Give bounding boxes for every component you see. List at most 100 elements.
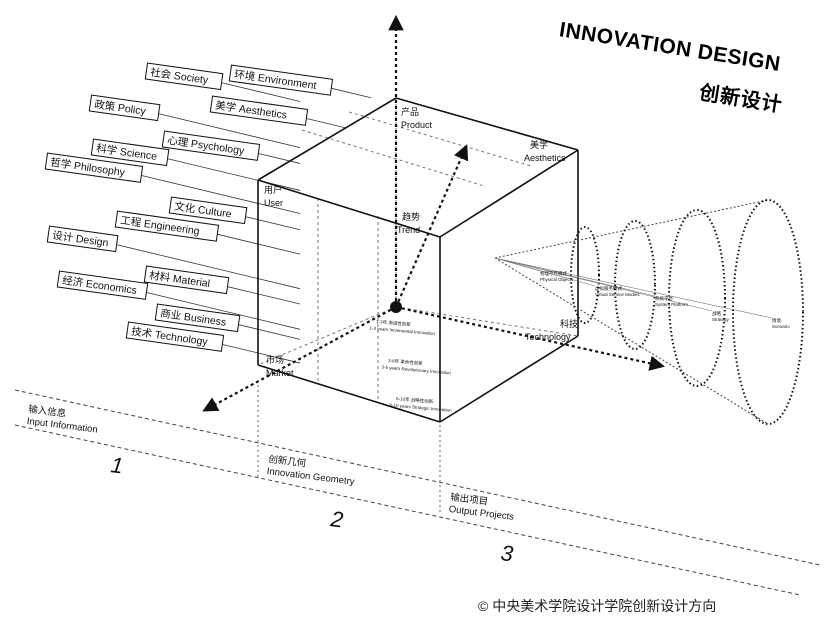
input-label-4: 美学 Aesthetics xyxy=(209,95,309,126)
cone-label-1-cn: 物理存在模式 xyxy=(540,270,567,277)
cube-edge xyxy=(439,335,579,423)
label-market-en: Market xyxy=(266,368,294,378)
input-label-box xyxy=(154,303,241,333)
label-market-cn: 市场 xyxy=(266,354,284,365)
input-label-box xyxy=(88,94,161,122)
input-leader-line xyxy=(158,113,301,148)
input-leader-line xyxy=(305,117,347,129)
innovation-level-3-en: 6-10 years Strategic Innovation xyxy=(389,402,452,412)
input-leader-line xyxy=(116,244,301,290)
cube-edge xyxy=(257,97,397,181)
cone-ray-4 xyxy=(494,257,713,312)
cone-ring-3 xyxy=(668,209,726,387)
stage-band-bottom xyxy=(14,424,801,596)
input-label-box xyxy=(143,265,230,295)
label-product-cn: 产品 xyxy=(401,106,419,117)
input-leader-line xyxy=(221,82,301,102)
input-label-box xyxy=(56,270,149,300)
cone-ring-4 xyxy=(732,199,804,425)
input-label-box xyxy=(44,152,144,183)
innovation-level-1-cn: 1-3年 渐进性创新 xyxy=(376,318,412,328)
input-leader-line xyxy=(257,152,301,164)
cube-edge xyxy=(257,364,441,423)
title-chinese: 创新设计 xyxy=(697,80,785,117)
stage-3-number: 3 xyxy=(499,540,515,566)
stage-3-cn: 输出项目 xyxy=(450,491,489,508)
input-label-box xyxy=(209,95,309,126)
input-label-box xyxy=(46,225,119,253)
innovation-level-1-en: 1-3 years Incremental Innovation xyxy=(369,325,435,336)
cone-ring-2 xyxy=(614,220,656,350)
input-leader-line xyxy=(140,174,301,214)
stage-2-en: Innovation Geometry xyxy=(266,466,355,488)
cube-edge xyxy=(257,179,441,238)
label-trend-cn: 趋势 xyxy=(402,211,420,222)
input-label-10: 设计 Design xyxy=(46,225,119,253)
cone-outline-top xyxy=(494,199,769,259)
input-label-box xyxy=(168,196,248,225)
cone-label-5-cn: 情境 xyxy=(772,317,781,324)
label-user-en: User xyxy=(264,198,283,208)
cube-edge xyxy=(395,97,579,151)
input-leader-line xyxy=(221,343,301,364)
innovation-level-2-en: 3-5 years Revolutionary Innovation xyxy=(381,364,451,375)
cube-hidden-edge xyxy=(395,306,579,337)
cube-guide-line xyxy=(348,111,532,167)
stage-2-number: 2 xyxy=(328,506,344,532)
cube-edge xyxy=(439,149,579,238)
input-label-1: 社会 Society xyxy=(144,62,224,91)
label-user-cn: 用户 xyxy=(264,184,282,195)
input-label-11: 材料 Material xyxy=(143,265,230,295)
label-aesthetics-en: Aesthetics xyxy=(524,153,566,163)
input-leader-line xyxy=(227,286,301,305)
cone-label-2-en: Virtual Service Models xyxy=(595,292,640,297)
label-product-en: Product xyxy=(401,120,433,130)
input-label-12: 经济 Economics xyxy=(56,270,149,300)
axis-market-arrow xyxy=(202,306,397,412)
title-block: INNOVATION DESIGN 创新设计 xyxy=(558,14,826,124)
cone-label-5-en: Scenario xyxy=(772,324,790,329)
axis-origin-dot xyxy=(390,301,402,313)
stage-band-top xyxy=(14,389,821,566)
input-leader-line xyxy=(330,87,372,99)
label-technology-cn: 科技 xyxy=(560,318,578,329)
input-label-3: 政策 Policy xyxy=(88,94,161,122)
input-leader-line xyxy=(146,291,301,330)
input-leader-line xyxy=(167,158,301,191)
cube-hidden-edge xyxy=(257,306,397,366)
input-label-5: 心理 Psychology xyxy=(161,130,261,161)
input-label-box xyxy=(144,62,224,91)
cone-ray-5 xyxy=(494,257,773,319)
input-label-13: 商业 Business xyxy=(154,303,241,333)
cone-label-1-en: Physical Objects xyxy=(540,277,574,282)
input-label-8: 文化 Culture xyxy=(168,196,248,225)
cone-outline-bottom xyxy=(494,257,769,425)
input-leader-line xyxy=(245,216,301,231)
input-label-box xyxy=(161,130,261,161)
input-leader-line xyxy=(238,324,301,340)
cone-label-3-en: System Platform xyxy=(655,302,688,307)
input-label-2: 环境 Environment xyxy=(228,64,334,96)
label-trend-en: Trend xyxy=(397,225,420,235)
input-label-box xyxy=(114,210,220,242)
cone-label-4-cn: 战略 xyxy=(712,310,721,317)
cone-ring-1 xyxy=(570,226,600,324)
cone-label-3-cn: 系统平台 xyxy=(655,295,673,302)
cone-label-2-cn: 虚拟服务模式 xyxy=(595,285,622,292)
cone-label-4-en: Strategy xyxy=(712,317,730,322)
input-label-box xyxy=(125,321,225,352)
copyright-notice: © 中央美术学院设计学院创新设计方向 xyxy=(478,598,717,614)
input-label-box xyxy=(228,64,334,96)
cone-ray-2 xyxy=(494,257,596,287)
cube-guide-line xyxy=(301,129,485,187)
label-technology-en: Technology xyxy=(525,332,571,342)
innovation-level-2-cn: 3-6年 革命性创新 xyxy=(388,357,424,367)
stage-1-cn: 输入信息 xyxy=(28,403,67,420)
label-aesthetics-cn: 美学 xyxy=(530,139,548,150)
input-label-box xyxy=(90,138,170,167)
stage-2-cn: 创新几何 xyxy=(268,453,308,470)
innovation-level-3-cn: 6-10年 战略性创新 xyxy=(396,395,434,405)
stage-1-number: 1 xyxy=(109,452,124,478)
